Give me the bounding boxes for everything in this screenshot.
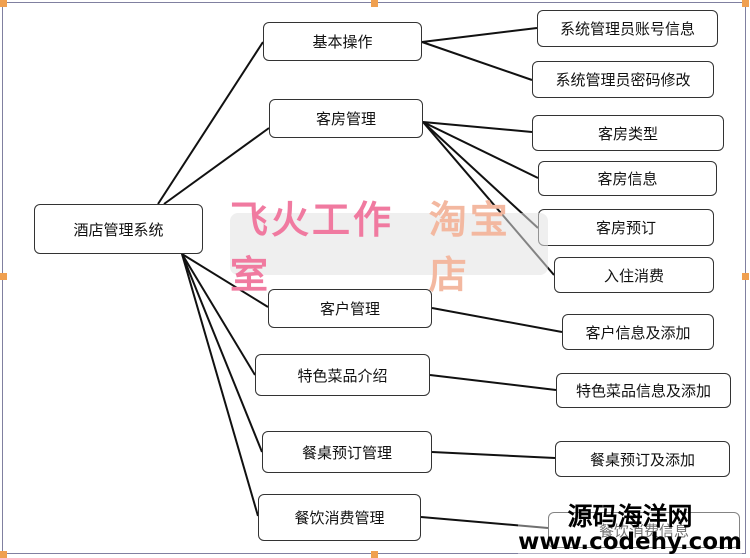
leaf-label: 客房信息 xyxy=(597,170,658,188)
site-logo-url: www.codehy.com xyxy=(518,528,742,555)
branch-node-catering-consumption[interactable]: 餐饮消费管理 xyxy=(258,494,421,541)
branch-label: 客户管理 xyxy=(319,300,380,318)
branch-node-basic-ops[interactable]: 基本操作 xyxy=(263,22,422,61)
leaf-label: 客房类型 xyxy=(597,124,658,143)
connector-root-to-customer-management xyxy=(181,253,269,308)
connector-catering-to-info xyxy=(420,516,549,529)
branch-node-featured-dishes[interactable]: 特色菜品介绍 xyxy=(255,354,430,396)
watermark-studio-text: 飞火工作室 xyxy=(230,197,395,297)
site-logo-name: 源码海洋网 xyxy=(567,501,693,531)
leaf-node-admin-password-change[interactable]: 系统管理员密码修改 xyxy=(532,61,714,98)
connector-table-booking-to-add xyxy=(431,451,556,459)
leaf-node-room-info[interactable]: 客房信息 xyxy=(538,161,717,196)
connector-room-to-room-type xyxy=(422,121,533,133)
branch-label: 客房管理 xyxy=(315,110,376,128)
leaf-label: 特色菜品信息及添加 xyxy=(575,382,711,400)
leaf-label: 系统管理员账号信息 xyxy=(559,20,695,38)
leaf-node-customer-info-add[interactable]: 客户信息及添加 xyxy=(562,314,714,350)
root-node[interactable]: 酒店管理系统 xyxy=(34,204,203,254)
resize-handle-top-right[interactable] xyxy=(742,0,749,7)
watermark-shop-text: 淘宝店 xyxy=(428,197,511,297)
resize-handle-bottom-left[interactable] xyxy=(0,551,7,558)
branch-label: 特色菜品介绍 xyxy=(297,366,388,385)
connector-root-to-featured-dishes xyxy=(181,253,256,376)
leaf-node-catering-consumption-info[interactable]: 餐饮消费信息 xyxy=(548,512,740,548)
branch-label: 餐桌预订管理 xyxy=(301,443,392,462)
root-label: 酒店管理系统 xyxy=(73,220,164,239)
leaf-label: 餐桌预订及添加 xyxy=(589,450,695,469)
connector-customer-to-customer-info xyxy=(431,307,563,333)
connector-root-to-room-management xyxy=(163,127,270,205)
connector-root-to-basic-ops xyxy=(157,41,264,205)
leaf-label: 客户信息及添加 xyxy=(585,323,691,342)
connector-dishes-to-dish-info xyxy=(429,374,557,391)
branch-node-room-management[interactable]: 客房管理 xyxy=(269,99,423,138)
branch-label: 餐饮消费管理 xyxy=(294,509,385,527)
branch-node-table-booking[interactable]: 餐桌预订管理 xyxy=(262,431,432,473)
branch-label: 基本操作 xyxy=(312,33,373,51)
resize-handle-middle-left[interactable] xyxy=(0,273,7,280)
watermark: 飞火工作室淘宝店 xyxy=(230,197,548,297)
leaf-node-admin-account-info[interactable]: 系统管理员账号信息 xyxy=(537,10,718,47)
leaf-node-room-type[interactable]: 客房类型 xyxy=(532,115,724,151)
leaf-node-check-in-consumption[interactable]: 入住消费 xyxy=(554,257,714,293)
resize-handle-middle-right[interactable] xyxy=(742,273,749,280)
branch-node-customer-management[interactable]: 客户管理 xyxy=(268,289,432,328)
resize-handle-top-center[interactable] xyxy=(371,0,378,7)
leaf-node-table-booking-add[interactable]: 餐桌预订及添加 xyxy=(555,441,730,477)
resize-handle-bottom-center[interactable] xyxy=(371,551,378,558)
connector-root-to-catering-consumption xyxy=(181,253,259,517)
connector-root-to-table-booking xyxy=(181,253,263,453)
leaf-node-dish-info-add[interactable]: 特色菜品信息及添加 xyxy=(556,373,731,408)
leaf-label: 客房预订 xyxy=(595,219,656,237)
leaf-label: 入住消费 xyxy=(603,266,664,285)
connector-room-to-room-info xyxy=(422,121,539,179)
connector-room-to-room-booking xyxy=(422,121,539,229)
leaf-label: 餐饮消费信息 xyxy=(598,521,689,540)
resize-handle-top-left[interactable] xyxy=(0,0,7,7)
site-logo: 源码海洋网 www.codehy.com xyxy=(518,501,742,555)
connector-basic-ops-to-admin-password xyxy=(421,41,533,81)
connector-basic-ops-to-admin-account xyxy=(421,27,538,43)
leaf-label: 系统管理员密码修改 xyxy=(555,71,691,89)
leaf-node-room-booking[interactable]: 客房预订 xyxy=(538,209,714,246)
